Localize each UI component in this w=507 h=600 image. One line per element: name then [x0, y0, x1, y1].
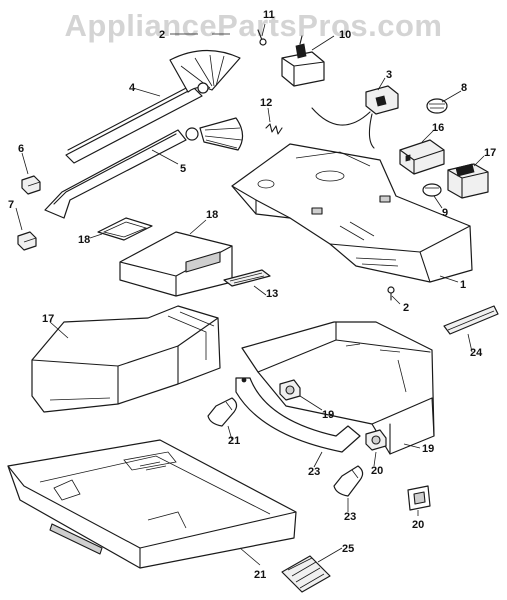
leader-lines: [15, 23, 485, 566]
callout-25: 25: [342, 543, 354, 555]
callout-20: 20: [412, 519, 424, 531]
callout-19: 19: [422, 443, 434, 455]
callout-2-upper: 2: [159, 29, 165, 41]
part-13-transformer[interactable]: [447, 163, 489, 199]
part-19-tray-housing[interactable]: [241, 321, 435, 455]
callout-18-upper: 21: [228, 435, 240, 447]
callout-17-lower: 20: [371, 465, 383, 477]
callout-18-lower: 23: [344, 511, 356, 523]
part-23-bracket[interactable]: [235, 377, 361, 453]
callout-6-lower: 7: [8, 199, 14, 211]
callout-14: 17: [42, 313, 54, 325]
callout-11: 13: [266, 288, 278, 300]
part-5-arm-bracket[interactable]: [44, 117, 244, 219]
part-16-gasket[interactable]: [97, 217, 153, 241]
callout-9: 11: [263, 9, 275, 21]
part-17-socket-lower[interactable]: [365, 429, 387, 451]
callout-2-lower: 2: [403, 302, 409, 314]
part-20-button[interactable]: [407, 485, 431, 511]
part-18-bulb-lower[interactable]: [333, 465, 364, 497]
part-12-control[interactable]: [399, 139, 445, 175]
callout-21: 21: [254, 569, 266, 581]
part-6-clip-lower[interactable]: [17, 231, 37, 251]
part-6-clip-upper[interactable]: [21, 175, 41, 195]
callout-24: 24: [470, 347, 483, 359]
callout-7-lower: 9: [442, 207, 448, 219]
callout-6-upper: 6: [18, 143, 24, 155]
part-4-arm-bracket[interactable]: [65, 49, 241, 164]
part-8-module[interactable]: [281, 35, 325, 87]
part-7-knob-lower[interactable]: [422, 183, 442, 197]
callout-labels: 2 11 10 3 8 4 12 16 17 6 5 9 7 18 18 1 1…: [8, 9, 496, 581]
callout-10: 12: [260, 97, 272, 109]
watermark: AppliancePartsPros.com: [64, 8, 443, 43]
part-15-duct-box[interactable]: [119, 231, 233, 297]
part-9-screw[interactable]: [257, 29, 267, 46]
callout-12: 16: [432, 122, 444, 134]
part-10-spring[interactable]: [265, 123, 283, 135]
callout-17-upper: 19: [322, 409, 334, 421]
part-2-screw-lower[interactable]: [387, 286, 395, 301]
callout-15: 18: [206, 209, 218, 221]
callout-13: 17: [484, 147, 496, 159]
part-11-grille[interactable]: [223, 269, 271, 287]
callout-1: 1: [460, 279, 466, 291]
part-7-knob-upper[interactable]: [426, 98, 448, 114]
part-17-socket-upper[interactable]: [279, 379, 301, 401]
callout-8: 10: [339, 29, 351, 41]
callout-7-upper: 8: [461, 82, 467, 94]
part-1-main-housing[interactable]: [231, 143, 473, 283]
part-18-bulb-upper[interactable]: [207, 397, 238, 427]
callout-16: 18: [78, 234, 90, 246]
part-25-shelf-clips[interactable]: [281, 555, 331, 593]
callout-3: 3: [386, 69, 392, 81]
part-3-sensor-harness[interactable]: [311, 85, 399, 149]
part-21-drawer-pan[interactable]: [7, 439, 297, 569]
callout-5: 5: [180, 163, 186, 175]
callout-4: 4: [129, 82, 136, 94]
part-24-strip[interactable]: [443, 305, 499, 335]
callout-23: 23: [308, 466, 320, 478]
part-14-duct-cover[interactable]: [31, 305, 221, 413]
